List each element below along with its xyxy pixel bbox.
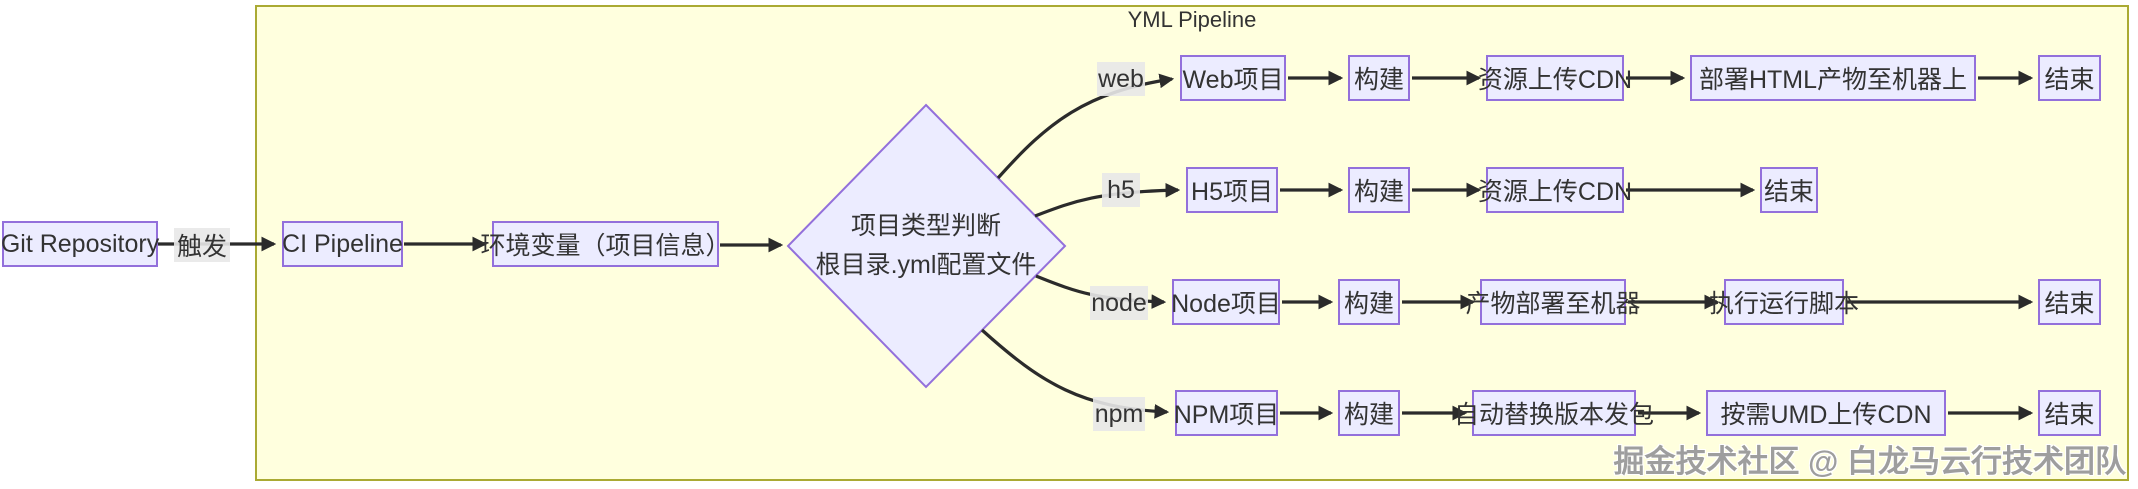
node-git-repository: Git Repository bbox=[1, 221, 159, 267]
node-web-upload-cdn: 资源上传CDN bbox=[1478, 55, 1632, 101]
node-npm-end: 结束 bbox=[2038, 390, 2101, 436]
edge-label-npm: npm bbox=[1093, 397, 1145, 431]
node-h5-build: 构建 bbox=[1348, 167, 1410, 213]
edge-label-node: node bbox=[1090, 286, 1148, 320]
node-npm-project: NPM项目 bbox=[1174, 390, 1279, 436]
node-npm-umd-cdn: 按需UMD上传CDN bbox=[1706, 390, 1946, 436]
edge-decision-to-web bbox=[996, 73, 1175, 180]
node-node-run-script: 执行运行脚本 bbox=[1709, 279, 1859, 325]
subgraph-title: YML Pipeline bbox=[1127, 7, 1257, 32]
edge-label-h5: h5 bbox=[1102, 173, 1140, 207]
node-npm-build: 构建 bbox=[1338, 390, 1400, 436]
node-node-end: 结束 bbox=[2038, 279, 2101, 325]
edge-label-web: web bbox=[1097, 62, 1145, 96]
node-h5-upload-cdn: 资源上传CDN bbox=[1478, 167, 1632, 213]
node-h5-end: 结束 bbox=[1760, 167, 1818, 213]
edge-decision-to-h5 bbox=[1034, 182, 1181, 218]
node-web-end: 结束 bbox=[2038, 55, 2101, 101]
decision-line-1: 项目类型判断 bbox=[850, 212, 1001, 240]
node-ci-pipeline: CI Pipeline bbox=[282, 221, 403, 267]
node-node-build: 构建 bbox=[1338, 279, 1400, 325]
node-env-vars: 环境变量（项目信息） bbox=[481, 221, 731, 267]
node-web-project: Web项目 bbox=[1180, 55, 1286, 101]
decision-diamond-text: 项目类型判断 根目录.yml配置文件 bbox=[796, 204, 1056, 288]
node-web-deploy-html: 部署HTML产物至机器上 bbox=[1690, 55, 1976, 101]
node-h5-project: H5项目 bbox=[1186, 167, 1278, 213]
edge-label-trigger: 触发 bbox=[174, 228, 230, 262]
node-web-build: 构建 bbox=[1348, 55, 1410, 101]
node-node-deploy: 产物部署至机器 bbox=[1466, 279, 1641, 325]
node-node-project: Node项目 bbox=[1171, 279, 1281, 325]
decision-line-2: 根目录.yml配置文件 bbox=[815, 251, 1037, 279]
node-npm-version-publish: 自动替换版本发包 bbox=[1454, 390, 1654, 436]
decision-diamond-shape bbox=[786, 103, 1067, 389]
watermark: 掘金技术社区 @ 白龙马云行技术团队 bbox=[1613, 444, 2126, 479]
